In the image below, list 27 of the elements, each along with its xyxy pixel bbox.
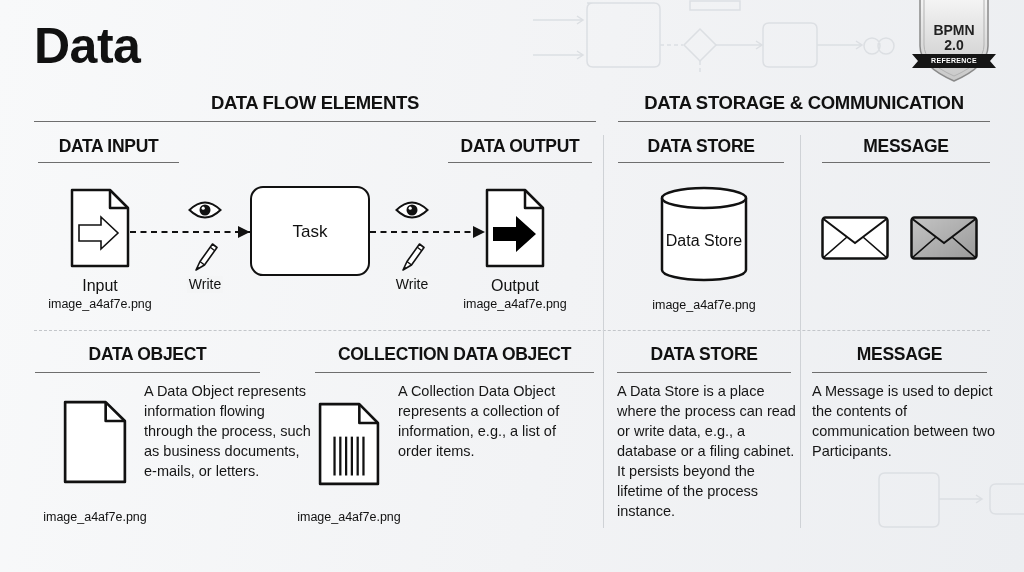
section-heading: MESSAGE (863, 136, 949, 157)
node-label: Data Store (665, 231, 743, 251)
section-heading: COLLECTION DATA OBJECT (337, 344, 572, 365)
section-heading: DATA FLOW ELEMENTS (211, 92, 419, 113)
badge-text: BPMN 2.0 (932, 23, 976, 53)
task-box: Task (250, 186, 370, 276)
description-text: A Message is used to depict the contents of communication between two Participants. (812, 382, 996, 461)
section-heading: DATA STORE (647, 136, 755, 157)
section-heading: DATA OUTPUT (460, 136, 580, 157)
section-heading: DATA INPUT (58, 136, 159, 157)
dashed-arrow (129, 226, 251, 238)
file-name-caption: image_a4af7e.png (652, 298, 756, 313)
section-heading: DATA STORAGE & COMMUNICATION (644, 92, 964, 113)
section-heading: DATA STORE (650, 344, 758, 365)
description-text: A Data Object represents information flowing through the process, such as business documents, e-mails, or letters. (144, 382, 312, 481)
file-name-caption: image_a4af7e.png (297, 510, 401, 525)
file-name-caption: image_a4af7e.png (48, 297, 152, 312)
page-title: Data (34, 18, 141, 74)
description-text: A Collection Data Object represents a collection of information, e.g., a list of order items. (398, 382, 561, 461)
node-label: Output (491, 276, 539, 295)
node-label: Input (82, 276, 118, 295)
file-name-caption: image_a4af7e.png (463, 297, 567, 312)
section-heading: DATA OBJECT (88, 344, 207, 365)
dashed-arrow (369, 226, 486, 238)
description-text: A Data Store is a place where the process can read or write data, e.g., a database or a filing cabinet. It persists beyond the lifetime of the process instance. (617, 382, 797, 521)
section-heading: MESSAGE (856, 344, 943, 365)
file-name-caption: image_a4af7e.png (43, 510, 147, 525)
